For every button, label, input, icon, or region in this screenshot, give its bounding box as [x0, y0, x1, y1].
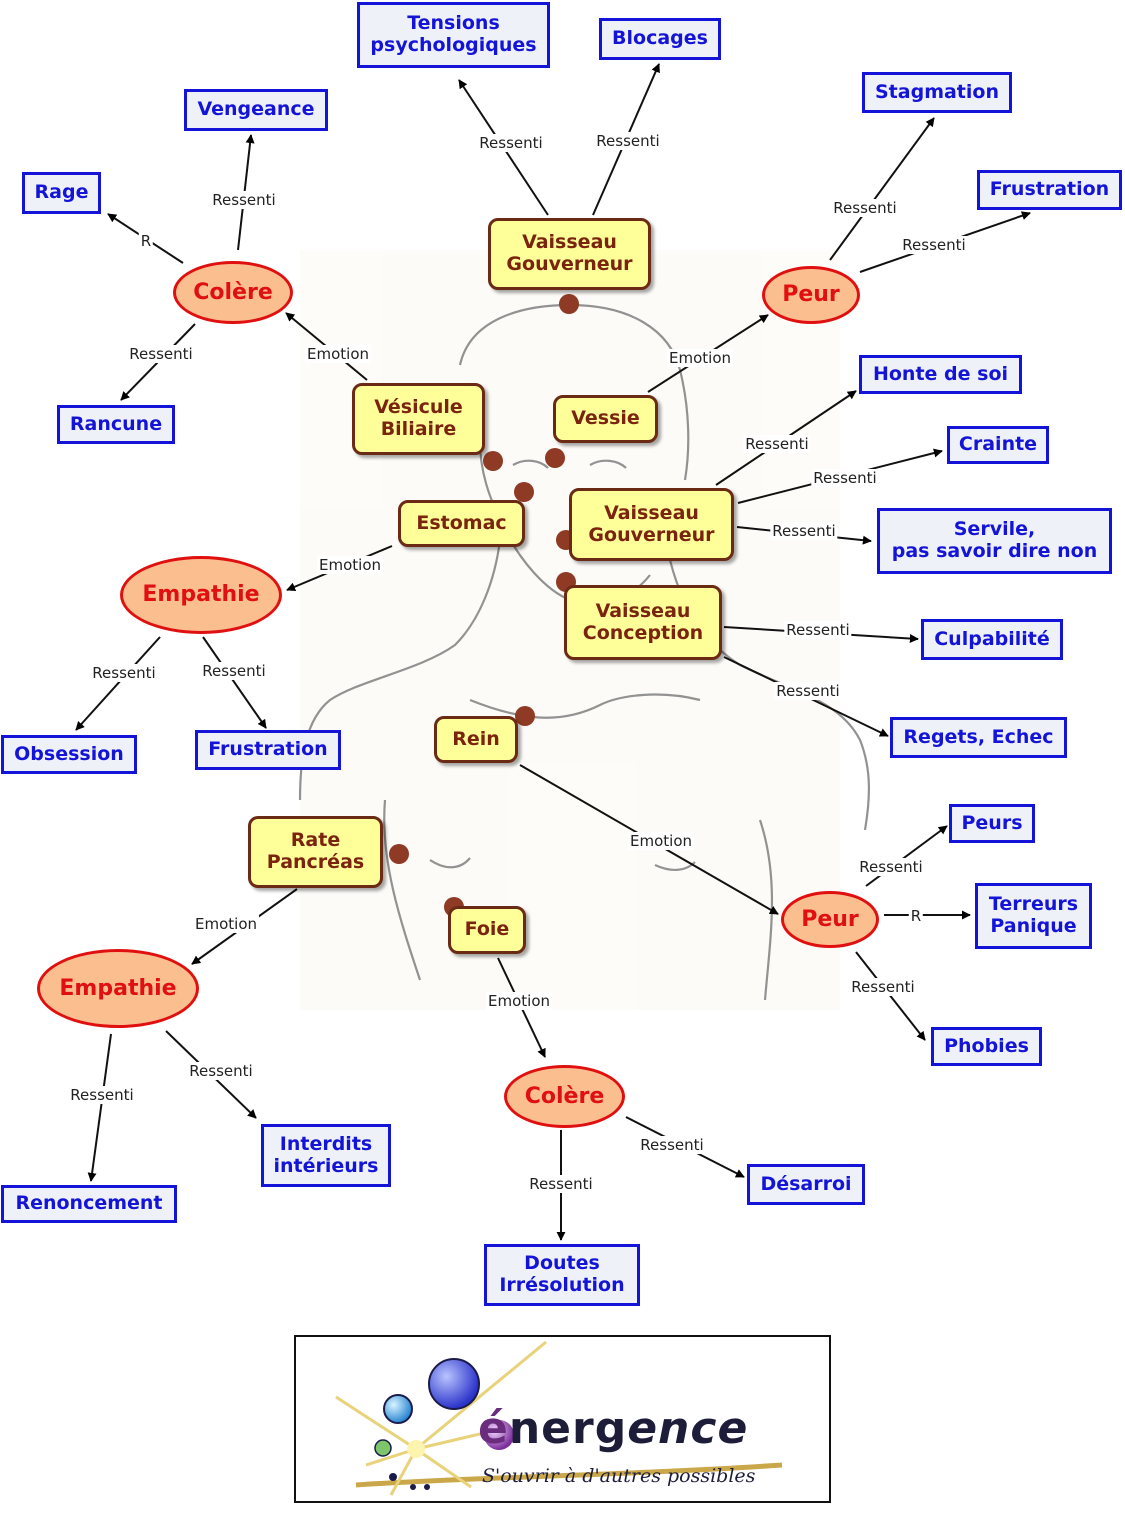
feeling-honte-de-soi[interactable]: Honte de soi [859, 355, 1022, 394]
feeling-culpabilite[interactable]: Culpabilité [921, 619, 1063, 660]
feeling-phobies[interactable]: Phobies [931, 1027, 1042, 1066]
acupoint-dot [559, 294, 579, 314]
feeling-crainte[interactable]: Crainte [947, 426, 1049, 464]
brand-tail: ence [627, 1403, 749, 1454]
feeling-terreurs-panique[interactable]: Terreurs Panique [975, 883, 1092, 949]
edge-label: Ressenti [857, 858, 925, 876]
edge-label: Ressenti [210, 191, 278, 209]
edge-label: Emotion [486, 992, 552, 1010]
emotion-empathie-bottom[interactable]: Empathie [37, 949, 199, 1028]
edge-label: Ressenti [187, 1062, 255, 1080]
logo-emblem [335, 1340, 783, 1496]
edge-label: Ressenti [90, 664, 158, 682]
organ-rate-pancreas[interactable]: Rate Pancréas [248, 816, 383, 888]
edge-label: Emotion [193, 915, 259, 933]
edge-label: R [908, 907, 924, 925]
edge-label: Ressenti [900, 236, 968, 254]
edge-connector [75, 636, 161, 731]
emotion-peur-bottom[interactable]: Peur [781, 891, 879, 948]
edge-label: Ressenti [849, 978, 917, 996]
feeling-blocages[interactable]: Blocages [599, 18, 721, 60]
feeling-rage[interactable]: Rage [22, 172, 101, 214]
acupoint-dot [514, 482, 534, 502]
emotion-peur-top[interactable]: Peur [762, 266, 860, 324]
edge-connector [829, 117, 935, 261]
feeling-desarroi[interactable]: Désarroi [747, 1164, 865, 1205]
edge-label: Ressenti [831, 199, 899, 217]
feeling-stagmation[interactable]: Stagmation [862, 72, 1012, 113]
edge-connector [855, 951, 926, 1041]
emotion-colere-top[interactable]: Colère [173, 261, 293, 324]
edge-label: Ressenti [200, 662, 268, 680]
feeling-tensions-psychologiques[interactable]: Tensions psychologiques [357, 2, 550, 68]
emotion-empathie-mid[interactable]: Empathie [120, 556, 282, 634]
edge-label: Ressenti [774, 682, 842, 700]
organ-foie[interactable]: Foie [448, 906, 526, 954]
feeling-rancune[interactable]: Rancune [57, 405, 175, 444]
edge-connector [865, 825, 948, 887]
edge-label: Ressenti [477, 134, 545, 152]
edge-label: Emotion [317, 556, 383, 574]
edge-label: Ressenti [594, 132, 662, 150]
organ-vaisseau-conception[interactable]: Vaisseau Conception [564, 585, 722, 660]
edge-label: R [138, 232, 154, 250]
edge-label: Emotion [667, 349, 733, 367]
organ-vaisseau-gouverneur-mid[interactable]: Vaisseau Gouverneur [569, 488, 734, 561]
feeling-frustration-mid[interactable]: Frustration [195, 730, 341, 770]
organ-vesicule-biliaire[interactable]: Vésicule Biliaire [352, 383, 485, 455]
feeling-servile[interactable]: Servile, pas savoir dire non [877, 508, 1112, 574]
organ-vaisseau-gouverneur-top[interactable]: Vaisseau Gouverneur [488, 218, 651, 290]
acupoint-dot [389, 844, 409, 864]
feeling-peurs[interactable]: Peurs [949, 804, 1035, 843]
organ-rein[interactable]: Rein [434, 716, 518, 763]
brand-bold: nerg [508, 1403, 628, 1454]
edge-label: Ressenti [784, 621, 852, 639]
brand-tagline: S'ouvrir à d'autres possibles [482, 1465, 756, 1487]
organ-vessie[interactable]: Vessie [553, 395, 658, 443]
edge-connector [202, 636, 267, 729]
acupoint-dot [483, 451, 503, 471]
energence-logo: énergence S'ouvrir à d'autres possibles [294, 1335, 831, 1503]
emotion-colere-bottom[interactable]: Colère [504, 1065, 625, 1128]
edge-label: Ressenti [527, 1175, 595, 1193]
feeling-renoncement[interactable]: Renoncement [1, 1185, 177, 1223]
edge-label: Ressenti [127, 345, 195, 363]
feeling-regets-echec[interactable]: Regets, Echec [890, 717, 1067, 758]
edge-label: Ressenti [811, 469, 879, 487]
feeling-obsession[interactable]: Obsession [1, 735, 137, 774]
acupoint-dot [545, 448, 565, 468]
organ-estomac[interactable]: Estomac [398, 500, 525, 547]
edge-label: Emotion [305, 345, 371, 363]
acupoint-dot [515, 706, 535, 726]
feeling-frustration-top[interactable]: Frustration [977, 170, 1122, 210]
brand-accent: é [478, 1403, 509, 1454]
edge-label: Ressenti [68, 1086, 136, 1104]
edge-label: Emotion [628, 832, 694, 850]
edge-connector [87, 1033, 112, 1182]
feeling-vengeance[interactable]: Vengeance [184, 89, 328, 131]
edge-label: Ressenti [743, 435, 811, 453]
feeling-doutes-irresolution[interactable]: Doutes Irrésolution [484, 1244, 640, 1306]
edge-label: Ressenti [638, 1136, 706, 1154]
brand-wordmark: énergence [478, 1403, 748, 1454]
feeling-interdits-interieurs[interactable]: Interdits intérieurs [261, 1124, 391, 1187]
edge-label: Ressenti [770, 522, 838, 540]
